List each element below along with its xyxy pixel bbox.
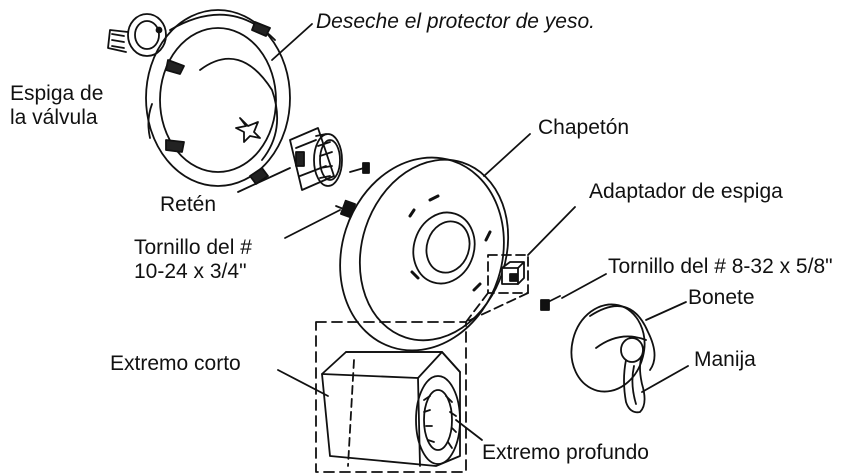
screw-10-24-leader — [284, 209, 341, 239]
discard-note-leader — [271, 23, 313, 61]
bonnet-label: Bonete — [688, 286, 755, 309]
screw-upper-part — [349, 162, 370, 174]
screw-10-24-label-line2: 10-24 x 3/4" — [134, 260, 247, 283]
short-end-leader — [277, 369, 329, 397]
deep-end-label: Extremo profundo — [482, 441, 649, 464]
retainer-leader — [237, 167, 291, 193]
bonnet-leader — [645, 301, 687, 321]
valve-stem-label-line2: la válvula — [10, 106, 98, 129]
valve-stem-label-line1: Espiga de — [10, 82, 104, 105]
handle-leader — [641, 365, 689, 393]
stem-adapter-label: Adaptador de espiga — [589, 180, 783, 203]
deep-end-leader — [455, 419, 483, 441]
handle-part — [620, 337, 646, 414]
handle-label: Manija — [694, 348, 756, 371]
plaster-guard-part — [145, 9, 291, 187]
screw-8-32-label: Tornillo del # 8-32 x 5/8" — [608, 255, 833, 278]
stem-adapter-detail — [321, 351, 461, 467]
zoom-guide — [465, 292, 529, 323]
screw-10-24-label: Tornillo del # 10-24 x 3/4" — [134, 236, 252, 284]
retainer-label: Retén — [160, 193, 217, 216]
bonnet-part — [570, 303, 656, 393]
stem-adapter-part — [487, 254, 529, 294]
stem-adapter-leader — [527, 206, 576, 256]
valve-stem-part — [107, 13, 167, 57]
short-end-label: Extremo corto — [110, 352, 241, 375]
detail-box — [315, 321, 467, 473]
screw-10-24-label-line1: Tornillo del # — [134, 236, 252, 259]
screw-8-32-leader — [561, 273, 607, 299]
screw-8-32-part — [540, 295, 561, 311]
retainer-part — [289, 127, 343, 191]
escutcheon-part — [339, 156, 510, 352]
escutcheon-label: Chapetón — [538, 116, 630, 139]
valve-stem-label: Espiga de la válvula — [10, 82, 103, 130]
discard-note-label: Deseche el protector de yeso. — [316, 10, 595, 33]
escutcheon-leader — [483, 133, 531, 177]
